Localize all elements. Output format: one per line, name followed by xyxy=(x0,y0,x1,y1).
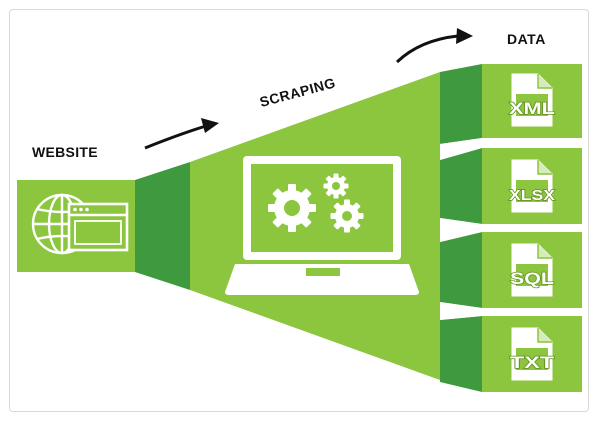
output-separator xyxy=(440,138,482,160)
funnel-connector xyxy=(135,162,190,290)
file-format-label: XML xyxy=(509,99,555,118)
diagram-card: XML XLSX SQL TXT WEBSITE SCRAPING DATA xyxy=(9,9,589,412)
output-separator xyxy=(440,302,482,320)
file-document-icon: XML xyxy=(508,73,556,127)
file-format-label: XLSX xyxy=(509,187,555,204)
output-separator xyxy=(440,218,482,242)
output-connector-4 xyxy=(440,316,482,392)
file-document-icon: XLSX xyxy=(508,159,556,213)
laptop-gears-icon xyxy=(225,156,419,295)
gear-icon xyxy=(268,184,316,232)
gear-icon xyxy=(330,199,364,233)
website-label: WEBSITE xyxy=(32,144,98,160)
output-connector-1 xyxy=(440,64,482,144)
globe-browser-icon xyxy=(31,193,129,255)
file-document-icon: TXT xyxy=(509,327,556,381)
gear-icon xyxy=(323,173,349,199)
curved-arrow-icon xyxy=(144,118,219,150)
file-format-label: SQL xyxy=(510,269,554,288)
curved-arrow-icon xyxy=(395,28,473,64)
file-document-icon: SQL xyxy=(509,243,555,297)
data-label: DATA xyxy=(507,31,546,47)
output-connector-3 xyxy=(440,232,482,308)
output-connector-2 xyxy=(440,148,482,224)
file-format-label: TXT xyxy=(510,353,555,372)
data-flow-diagram: XML XLSX SQL TXT xyxy=(17,28,582,392)
